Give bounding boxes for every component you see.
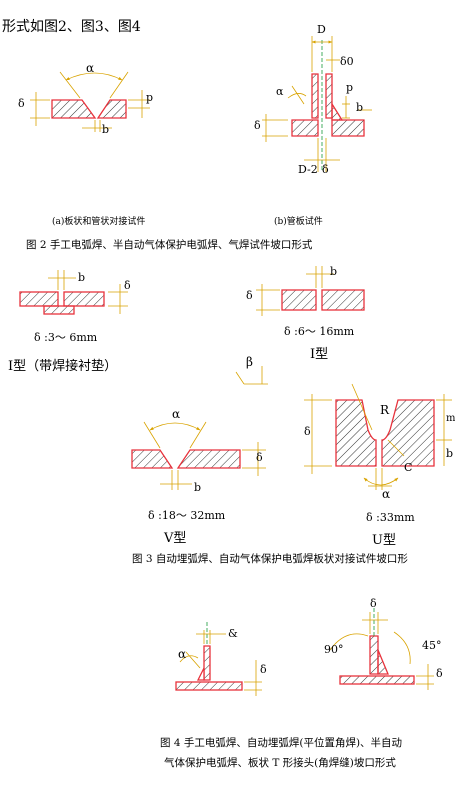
fig3-beta-label: β xyxy=(246,355,253,369)
fig4-left-drawing xyxy=(175,645,243,691)
fig2b-subcaption: (b)管板试件 xyxy=(274,217,323,227)
fig2b-bevel xyxy=(331,101,344,121)
fig4-left-base xyxy=(175,681,243,691)
fig3-i1-drawing xyxy=(19,291,105,315)
fig4-alpha-label: α xyxy=(178,647,187,661)
fig2b-p-label: p xyxy=(346,81,354,94)
fig2a-delta-label: δ xyxy=(18,97,25,110)
fig4-left-delta-label: δ xyxy=(260,663,267,676)
fig3-i1-left-plate xyxy=(19,291,59,307)
fig3-v-right-plate xyxy=(176,449,241,469)
fig3-u-left-plate xyxy=(335,399,377,467)
fig3-i1-b-label: b xyxy=(78,271,86,284)
fig2a-b-label: b xyxy=(102,123,110,136)
fig3-i2-b-label: b xyxy=(330,265,338,278)
fig2b-delta0-label: δ0 xyxy=(340,55,354,68)
fig3-u-delta-label: δ xyxy=(304,425,311,438)
fig2b-D2-label: D-2 xyxy=(298,163,318,176)
fig4-90deg-label: 90° xyxy=(324,643,344,656)
fig2a-left-plate xyxy=(51,99,97,119)
fig4-45deg-label: 45° xyxy=(422,639,442,652)
fig4-caption-line2: 气体保护电弧焊、板状 T 形接头(角焊缝)坡口形式 xyxy=(164,757,396,769)
fig2b-plate-right xyxy=(331,119,365,137)
fig3-u-R-label: R xyxy=(380,403,390,417)
fig4-right-web xyxy=(369,635,379,675)
fig2a-subcaption: (a)板状和管状对接试件 xyxy=(52,217,146,227)
fig3-i1-right-plate xyxy=(63,291,105,307)
fig4-top-delta-label: δ xyxy=(370,597,377,610)
fig2b-plate-left xyxy=(291,119,319,137)
fig3-v-delta-label: δ xyxy=(256,451,263,464)
fig3-i1-delta-label: δ xyxy=(124,279,131,292)
fig2b-drawing xyxy=(291,73,365,137)
fig2-caption: 图 2 手工电弧焊、半自动气体保护电弧焊、气焊试件坡口形式 xyxy=(26,239,313,251)
fig3-v-range: δ :18～ 32mm xyxy=(148,509,226,522)
fig2b-delta-label: δ xyxy=(254,119,261,132)
fig3-u-m-label: m xyxy=(446,413,455,424)
fig3-beta-mark xyxy=(235,366,268,385)
fig2b-tube-left xyxy=(311,73,319,119)
fig3-i2-title: I型 xyxy=(310,347,329,362)
fig3-v-b-label: b xyxy=(194,481,202,494)
fig3-u-title: U型 xyxy=(372,533,396,548)
fig4-amp-label: & xyxy=(228,627,238,640)
fig2b-b-label: b xyxy=(356,101,364,114)
fig3-i2-delta-label: δ xyxy=(246,289,253,302)
fig3-i1-title: I型（带焊接衬垫） xyxy=(8,359,118,374)
fig4-right-drawing xyxy=(339,635,415,685)
fig3-caption: 图 3 自动埋弧焊、自动气体保护电弧焊板状对接试件坡口形 xyxy=(132,553,408,565)
fig3-u-range: δ :33mm xyxy=(366,511,415,524)
fig4-right-delta-label: δ xyxy=(436,667,443,680)
fig2b-tube-right xyxy=(325,73,333,119)
intro-text: 形式如图2、图3、图4 xyxy=(2,19,141,35)
fig2b-delta-bottom-label: δ xyxy=(322,163,329,176)
fig2a-right-plate xyxy=(96,99,127,119)
fig3-v-drawing xyxy=(131,449,241,469)
fig3-u-drawing xyxy=(335,399,435,467)
fig2a-p-label: p xyxy=(146,91,154,104)
fig4-left-fillet xyxy=(196,667,205,681)
fig4-caption-line1: 图 4 手工电弧焊、自动埋弧焊(平位置角焊)、半自动 xyxy=(160,737,403,749)
fig2a-drawing xyxy=(51,99,127,119)
fig3-u-b-label: b xyxy=(446,447,454,460)
fig3-v-alpha-label: α xyxy=(172,407,181,421)
fig3-u-c-label: C xyxy=(404,461,413,474)
fig2b-D-label: D xyxy=(317,23,326,36)
fig3-v-title: V型 xyxy=(164,531,187,546)
fig3-v-left-plate xyxy=(131,449,174,469)
fig3-i1-backing xyxy=(43,305,75,315)
fig3-i2-right-plate xyxy=(321,289,365,311)
fig3-i1-range: δ :3～ 6mm xyxy=(34,331,98,344)
fig4-right-base xyxy=(339,675,415,685)
fig3-i2-range: δ :6～ 16mm xyxy=(284,325,355,338)
fig3-i2-drawing xyxy=(281,289,365,311)
fig2a-alpha-label: α xyxy=(86,61,95,75)
fig3-i2-left-plate xyxy=(281,289,317,311)
fig4-right-bevel xyxy=(377,649,389,675)
fig2b-alpha-label: α xyxy=(276,85,284,98)
fig3-u-alpha-label: α xyxy=(382,487,391,501)
fig4-left-web xyxy=(203,645,211,681)
fig3-u-right-plate xyxy=(381,399,435,467)
